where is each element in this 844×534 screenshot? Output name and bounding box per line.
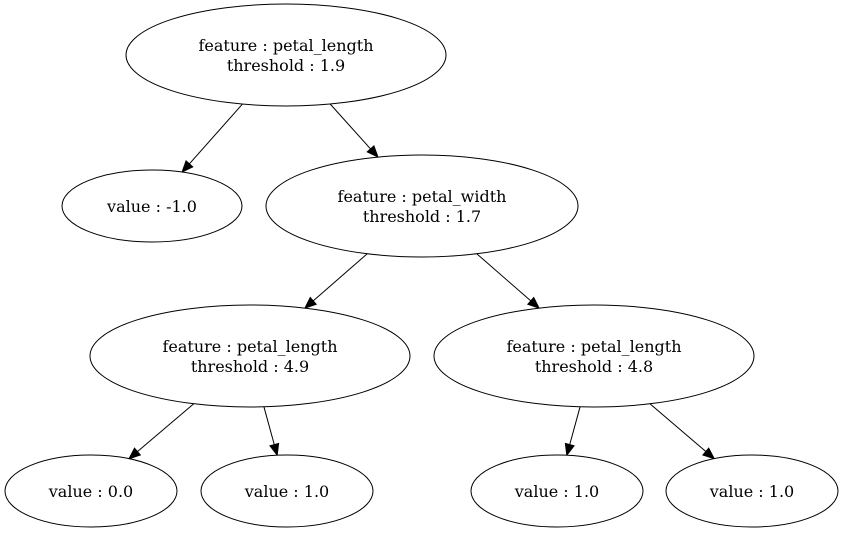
split-threshold-label: threshold : 4.8: [535, 357, 653, 376]
split-threshold-label: threshold : 1.9: [227, 56, 345, 75]
edge-n2-n3: [312, 253, 368, 302]
node-ellipse: [4, 454, 178, 528]
edge-n3-n5: [137, 403, 195, 452]
split-feature-label: feature : petal_length: [162, 337, 337, 356]
split-feature-label: feature : petal_width: [338, 187, 507, 206]
edge-n4-n8: [649, 403, 707, 452]
split-threshold-label: threshold : 1.7: [363, 207, 481, 226]
edge-n2-n4: [476, 253, 532, 302]
arrowhead-n2-n3: [303, 296, 318, 309]
arrowhead-n3-n6: [269, 442, 280, 457]
split-feature-label: feature : petal_length: [506, 337, 681, 356]
leaf-value-label: value : -1.0: [106, 197, 197, 216]
node-ellipse: [265, 154, 579, 258]
node-ellipse: [61, 169, 243, 243]
node-ellipse: [665, 454, 839, 528]
node-ellipse: [200, 454, 374, 528]
edge-n0-n2: [329, 103, 371, 150]
arrowhead-n0-n2: [366, 145, 379, 159]
node-ellipse: [125, 3, 447, 107]
leaf-node: value : 1.0: [200, 454, 374, 528]
leaf-value-label: value : 1.0: [244, 482, 329, 501]
arrowhead-n0-n1: [181, 159, 194, 174]
arrowhead-n3-n5: [128, 447, 142, 460]
node-ellipse: [89, 304, 411, 408]
node-ellipse: [433, 304, 755, 408]
arrowhead-n2-n4: [526, 296, 541, 309]
edge-n3-n6: [263, 406, 275, 445]
leaf-node: value : 0.0: [4, 454, 178, 528]
arrowhead-n4-n7: [564, 442, 575, 457]
edge-n0-n1: [189, 103, 243, 165]
leaf-value-label: value : 0.0: [48, 482, 133, 501]
node-ellipse: [470, 454, 644, 528]
leaf-value-label: value : 1.0: [709, 482, 794, 501]
leaf-node: value : 1.0: [665, 454, 839, 528]
leaf-node: value : 1.0: [470, 454, 644, 528]
split-threshold-label: threshold : 4.9: [191, 357, 309, 376]
leaf-value-label: value : 1.0: [514, 482, 599, 501]
leaf-node: value : -1.0: [61, 169, 243, 243]
edges-layer: [128, 103, 716, 460]
split-feature-label: feature : petal_length: [198, 36, 373, 55]
arrowhead-n4-n8: [702, 447, 716, 460]
edge-n4-n7: [569, 406, 581, 445]
